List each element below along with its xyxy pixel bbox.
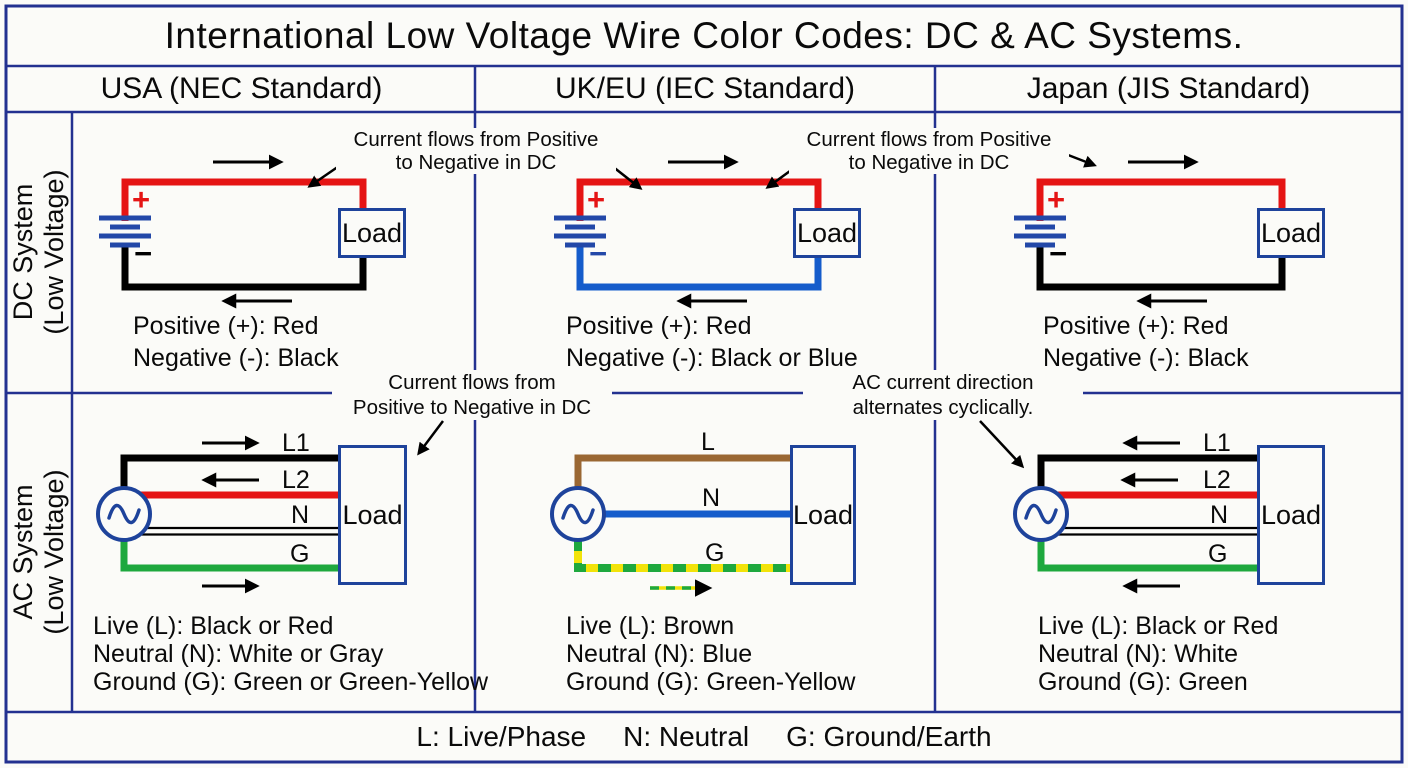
annotation-line: Current flows from Positive	[806, 128, 1052, 151]
battery-plus-label: +	[587, 182, 606, 217]
annotation-line: alternates cyclically.	[852, 396, 1034, 419]
load-box: Load	[1257, 445, 1325, 585]
annotation-line: Current flows from	[388, 371, 556, 394]
ac-source-icon	[96, 486, 152, 542]
wire-label-l2: L2	[282, 466, 310, 494]
ac-caption-live: Live (L): Brown	[566, 612, 735, 640]
column-header-japan: Japan (JIS Standard)	[1026, 72, 1311, 105]
legend-bar: L: Live/Phase N: Neutral G: Ground/Earth	[6, 712, 1402, 762]
dc-caption-positive: Positive (+): Red	[133, 312, 319, 340]
dc-caption-positive: Positive (+): Red	[1043, 312, 1229, 340]
row-label-dc-system: DC System (Low Voltage)	[8, 112, 72, 392]
dc-caption-positive: Positive (+): Red	[566, 312, 752, 340]
wire-label-l2: L2	[1203, 466, 1231, 494]
annotation-line: to Negative in DC	[395, 151, 557, 174]
wire-label-n: N	[702, 484, 721, 512]
ac-caption-ground: Ground (G): Green or Green-Yellow	[93, 668, 489, 696]
ac-caption-live: Live (L): Black or Red	[93, 612, 334, 640]
load-box: Load	[793, 208, 861, 258]
annotation-dc-left: Current flows from Positive to Negative …	[336, 128, 616, 174]
row-label-line: DC System	[8, 183, 38, 321]
battery-minus-label: −	[134, 236, 153, 271]
japan-dc-circuit	[1014, 154, 1286, 309]
wire-label-g: G	[705, 539, 725, 567]
dc-caption-negative: Negative (-): Black	[133, 344, 339, 372]
column-header-usa: USA (NEC Standard)	[100, 72, 383, 105]
battery-minus-label: −	[1049, 236, 1068, 271]
usa-ac-circuit	[96, 435, 340, 594]
load-box: Load	[1257, 208, 1325, 258]
table-grid	[4, 4, 1404, 764]
ac-caption-live: Live (L): Black or Red	[1038, 612, 1279, 640]
row-label-ac-system: AC System (Low Voltage)	[8, 412, 72, 692]
japan-ac-circuit	[1013, 435, 1259, 594]
battery-plus-label: +	[132, 182, 151, 217]
legend-live: L: Live/Phase	[416, 721, 587, 752]
ukeu-dc-circuit	[554, 154, 822, 309]
page-title: International Low Voltage Wire Color Cod…	[164, 14, 1244, 56]
ac-caption-neutral: Neutral (N): White or Gray	[93, 640, 384, 668]
ac-caption-ground: Ground (G): Green-Yellow	[566, 668, 856, 696]
battery-plus-label: +	[1047, 182, 1066, 217]
annotation-mid-right: AC current direction alternates cyclical…	[803, 370, 1083, 420]
annotation-line: Positive to Negative in DC	[352, 396, 592, 419]
wire-label-n: N	[1210, 501, 1229, 529]
ukeu-ac-circuit	[550, 454, 792, 597]
wire-label-l1: L1	[282, 429, 310, 457]
column-header-ukeu: UK/EU (IEC Standard)	[554, 72, 856, 105]
legend-ground: G: Ground/Earth	[786, 721, 992, 752]
annotation-dc-right: Current flows from Positive to Negative …	[789, 128, 1069, 174]
annotation-arrows-mid	[417, 420, 1025, 469]
battery-minus-label: −	[589, 236, 608, 271]
annotation-line: Current flows from Positive	[353, 128, 599, 151]
load-box: Load	[790, 445, 856, 585]
wire-label-l: L	[701, 428, 715, 456]
usa-dc-circuit	[99, 154, 367, 309]
wire-label-g: G	[1208, 540, 1228, 568]
wire-label-g: G	[290, 540, 310, 568]
annotation-mid-left: Current flows from Positive to Negative …	[332, 370, 612, 420]
ac-caption-neutral: Neutral (N): White	[1038, 640, 1239, 668]
legend-neutral: N: Neutral	[623, 721, 750, 752]
dc-caption-negative: Negative (-): Black or Blue	[566, 344, 858, 372]
load-box: Load	[338, 445, 407, 585]
annotation-line: AC current direction	[852, 371, 1034, 394]
ac-caption-neutral: Neutral (N): Blue	[566, 640, 753, 668]
wire-label-n: N	[291, 501, 310, 529]
row-label-line: AC System	[8, 484, 38, 620]
dc-caption-negative: Negative (-): Black	[1043, 344, 1249, 372]
row-label-line: (Low Voltage)	[39, 469, 69, 635]
ac-source-icon	[550, 486, 606, 542]
battery-icon	[554, 215, 606, 248]
ac-source-icon	[1013, 486, 1069, 542]
annotation-line: to Negative in DC	[848, 151, 1010, 174]
wire-label-l1: L1	[1203, 429, 1231, 457]
battery-icon	[1014, 215, 1066, 248]
load-box: Load	[338, 208, 406, 258]
row-label-line: (Low Voltage)	[39, 169, 69, 335]
battery-icon	[99, 215, 151, 248]
ac-caption-ground: Ground (G): Green	[1038, 668, 1248, 696]
